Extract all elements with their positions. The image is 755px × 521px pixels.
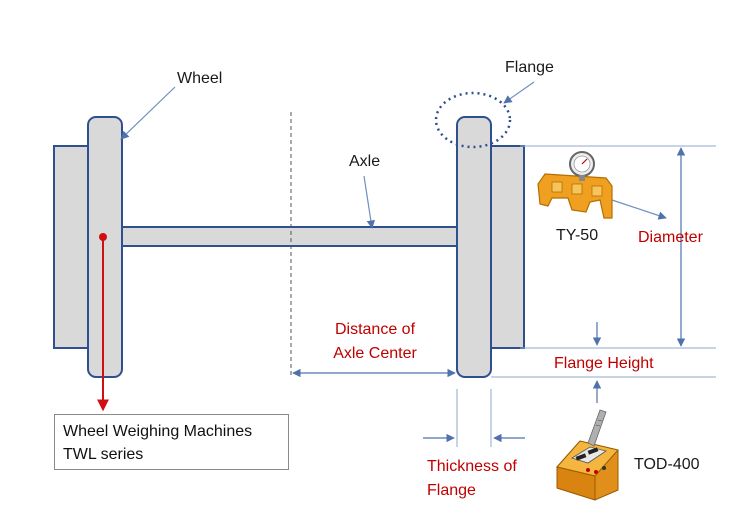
wheel-weighing-machines-box: Wheel Weighing Machines TWL series — [54, 414, 289, 470]
tod400-label: TOD-400 — [634, 456, 700, 473]
flange-leader-line — [503, 81, 535, 104]
distance-axle-center-label: Distance of Axle Center — [333, 321, 417, 362]
axle-leader-line — [363, 175, 376, 229]
axle-label: Axle — [349, 153, 381, 170]
flange-gauge-icon — [537, 151, 613, 219]
wheel-leader-line — [120, 86, 176, 140]
flange-highlight-circle — [434, 91, 512, 149]
left-wheel — [87, 116, 123, 378]
ty50-leader-line — [611, 199, 667, 220]
axle-shaft — [121, 226, 459, 247]
flange-label: Flange — [505, 59, 554, 76]
wheel-label: Wheel — [177, 70, 223, 87]
ty50-label: TY-50 — [556, 227, 599, 244]
diameter-label: Diameter — [638, 229, 703, 246]
thickness-of-flange-label: Thickness of Flange — [427, 458, 517, 499]
flange-height-label: Flange Height — [554, 355, 654, 372]
right-wheel — [456, 116, 492, 378]
left-wheel-hub — [53, 145, 91, 349]
digital-gauge-icon — [556, 409, 619, 501]
right-wheel-hub — [489, 145, 525, 349]
